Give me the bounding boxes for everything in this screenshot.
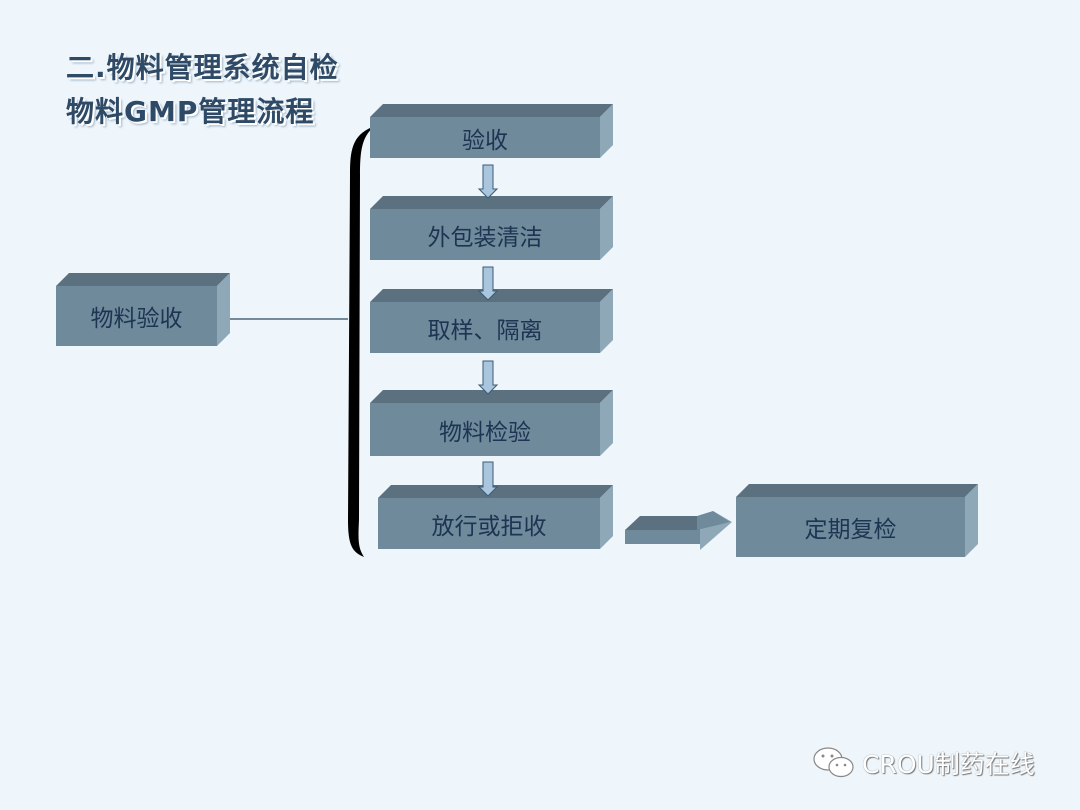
step-box	[370, 289, 613, 353]
step-box	[378, 485, 613, 549]
down-arrow-icon	[477, 461, 499, 497]
step-label: 放行或拒收	[431, 513, 547, 540]
watermark-text: CROU制药在线	[862, 750, 1035, 779]
step-box	[370, 104, 613, 158]
title-line-1: 二.物料管理系统自检	[66, 51, 339, 84]
step-label: 取样、隔离	[427, 317, 543, 344]
step-box	[370, 390, 613, 456]
down-arrow-icon	[477, 360, 499, 395]
down-arrow-icon	[477, 266, 499, 301]
title-line-2: 物料GMP管理流程	[66, 95, 315, 128]
step-label: 外包装清洁	[427, 224, 543, 251]
brace-bracket	[348, 126, 375, 557]
source-box-label: 物料验收	[90, 306, 183, 332]
step-label: 验收	[462, 127, 508, 154]
source-box	[56, 273, 230, 346]
down-arrow-icon	[477, 164, 499, 199]
right-arrow-icon	[625, 511, 732, 550]
step-label: 物料检验	[439, 419, 531, 446]
step-box	[370, 196, 613, 260]
result-box-label: 定期复检	[804, 517, 897, 543]
watermark: CROU制药在线	[812, 745, 1035, 781]
wechat-icon	[813, 747, 854, 778]
result-box	[736, 484, 978, 557]
